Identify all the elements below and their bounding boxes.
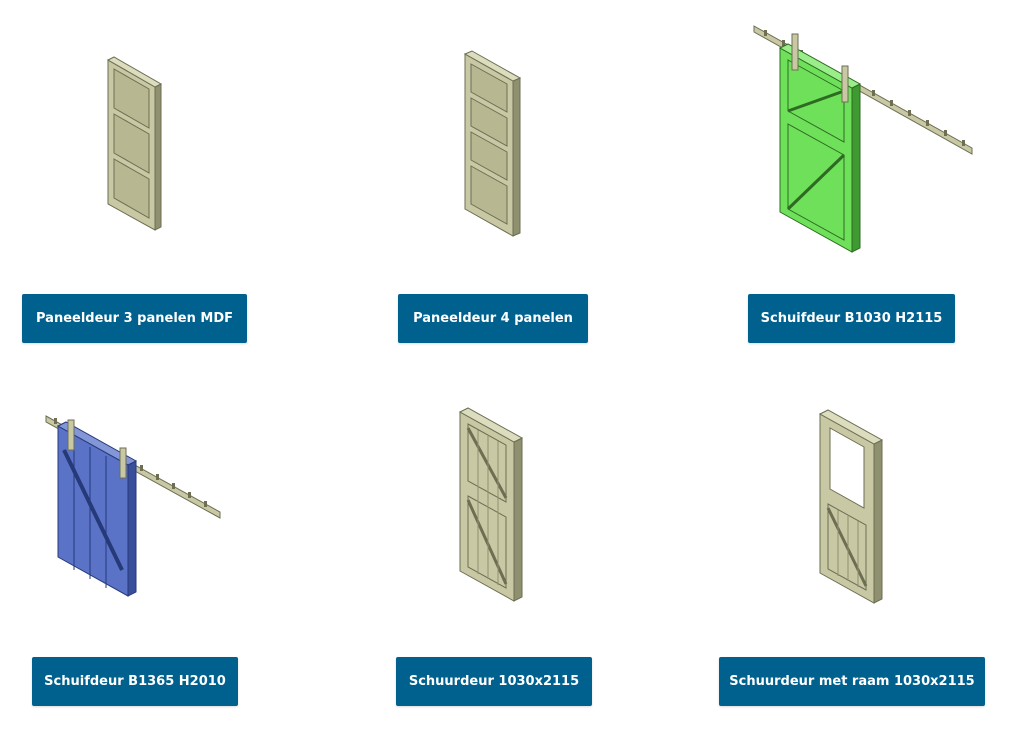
panel-door-3-icon[interactable] [100,52,170,237]
barn-door-icon[interactable] [452,406,532,606]
product-button-schuifdeur-b1365[interactable]: Schuifdeur B1365 H2010 [32,657,238,706]
product-button-schuurdeur-raam[interactable]: Schuurdeur met raam 1030x2115 [719,657,985,706]
sliding-door-green-icon[interactable] [752,20,974,260]
product-button-paneeldeur-3[interactable]: Paneeldeur 3 panelen MDF [22,294,247,343]
product-button-schuurdeur[interactable]: Schuurdeur 1030x2115 [396,657,592,706]
product-button-paneeldeur-4[interactable]: Paneeldeur 4 panelen [398,294,588,343]
product-button-schuifdeur-b1030[interactable]: Schuifdeur B1030 H2115 [748,294,955,343]
barn-door-window-icon[interactable] [812,408,892,608]
sliding-door-blue-icon[interactable] [44,410,224,600]
panel-door-4-icon[interactable] [455,48,530,243]
